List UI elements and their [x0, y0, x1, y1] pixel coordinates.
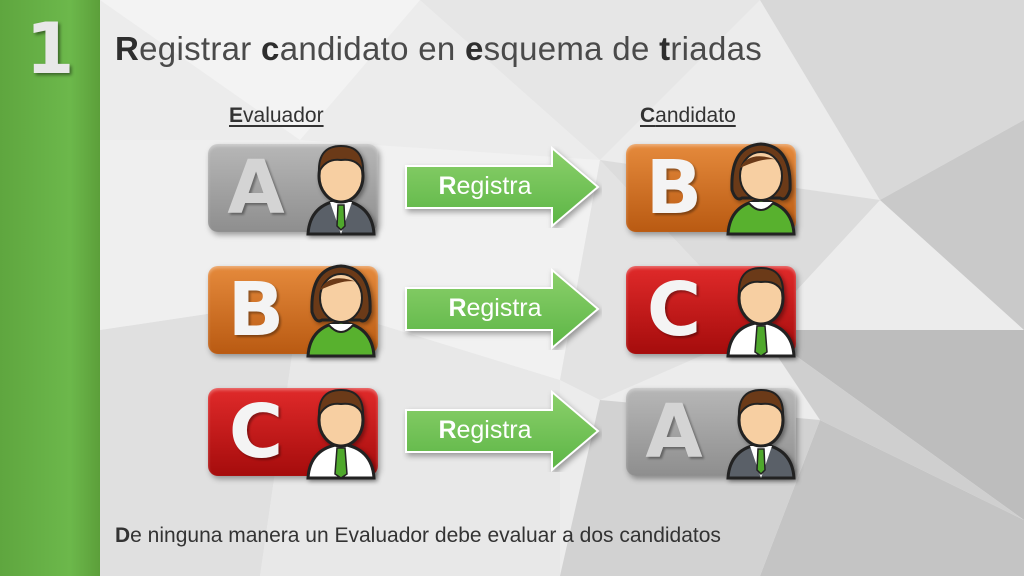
registra-rest-row-2: egistra: [466, 294, 542, 322]
title-part-1-cap: R: [115, 30, 140, 67]
evaluator-letter-row-2: B: [227, 267, 285, 353]
sidebar-accent: 1: [0, 0, 100, 576]
evaluator-letter-row-3: C: [228, 389, 284, 475]
candidate-avatar-row-3: [720, 384, 802, 480]
title-part-2-rest: andidato en: [279, 30, 465, 67]
registra-label-row-2: Registra: [420, 294, 570, 323]
registra-arrow-row-3: [402, 389, 602, 473]
candidate-heading-rest: andidato: [655, 104, 736, 127]
right-arrow-icon: [405, 267, 600, 351]
evaluator-avatar-row-3: [300, 384, 382, 480]
evaluator-letter-row-1: A: [227, 145, 285, 231]
candidate-letter-row-2: C: [646, 267, 702, 353]
evaluator-avatar-row-2: [300, 262, 382, 358]
registra-cap-row-2: R: [448, 294, 467, 322]
title-part-3-rest: squema de: [483, 30, 660, 67]
evaluator-avatar-row-1: [300, 140, 382, 236]
registra-label-row-3: Registra: [410, 416, 560, 445]
registra-rest-row-3: egistra: [456, 416, 532, 444]
registra-cap-row-3: R: [438, 416, 457, 444]
title-part-1-rest: egistrar: [139, 30, 262, 67]
registra-arrow-row-2: [402, 267, 602, 351]
evaluator-column-heading: Evaluador: [229, 104, 324, 128]
candidate-letter-row-1: B: [645, 145, 703, 231]
candidate-letter-row-3: A: [645, 389, 703, 475]
person-icon: [306, 388, 376, 480]
title-part-2-cap: c: [261, 30, 280, 67]
candidate-heading-cap: C: [640, 104, 656, 127]
evaluator-heading-rest: valuador: [243, 104, 324, 127]
person-icon: [726, 388, 796, 480]
candidate-avatar-row-2: [720, 262, 802, 358]
person-icon: [306, 264, 376, 358]
registra-cap-row-1: R: [438, 172, 457, 200]
registra-arrow-row-1: [402, 145, 602, 229]
footer-note: De ninguna manera un Evaluador debe eval…: [115, 524, 721, 548]
title-part-4-cap: t: [659, 30, 671, 67]
slide-title: Registrar candidato en esquema de triada…: [115, 30, 762, 68]
footer-rest: e ninguna manera un Evaluador debe evalu…: [130, 524, 721, 547]
slide-number: 1: [25, 8, 75, 90]
person-icon: [306, 144, 376, 236]
candidate-avatar-row-1: [720, 140, 802, 236]
registra-rest-row-1: egistra: [456, 172, 532, 200]
title-part-3-cap: e: [464, 30, 484, 67]
right-arrow-icon: [405, 145, 600, 229]
registra-label-row-1: Registra: [410, 172, 560, 201]
person-icon: [726, 142, 796, 236]
person-icon: [726, 266, 796, 358]
evaluator-heading-cap: E: [229, 104, 244, 127]
right-arrow-icon: [405, 389, 600, 473]
title-part-4-rest: riadas: [670, 30, 763, 67]
footer-cap: D: [115, 524, 131, 547]
candidate-column-heading: Candidato: [640, 104, 736, 128]
